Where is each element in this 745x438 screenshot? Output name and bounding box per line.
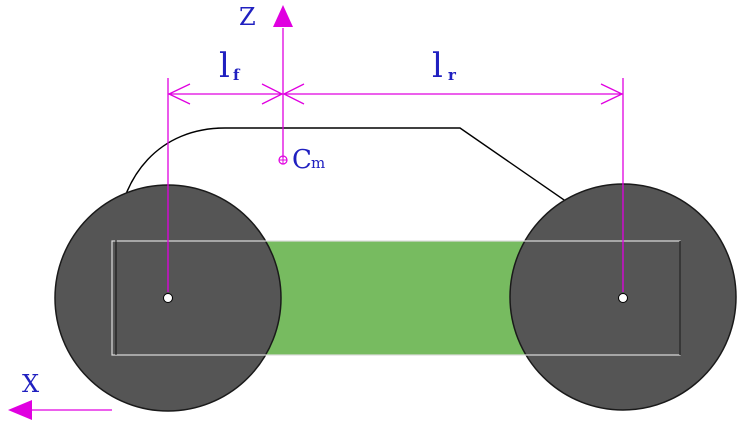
lr-left-arrowhead-icon <box>282 83 305 105</box>
x-axis-arrow-icon <box>8 400 32 420</box>
center-of-mass-marker-icon <box>278 155 288 165</box>
front-length-label: l f <box>219 46 241 86</box>
front-length-subscript: f <box>233 66 241 84</box>
rear-length-subscript: r <box>448 66 457 84</box>
front-axle-hub <box>163 293 173 303</box>
center-of-mass-subscript: m <box>311 154 325 172</box>
rear-axle-hub <box>618 293 628 303</box>
rear-dimension-arrowhead-icon <box>600 83 624 105</box>
center-of-mass-label: C m <box>292 145 325 175</box>
chassis-band <box>265 241 527 355</box>
front-dimension-arrowhead-icon <box>167 83 191 105</box>
front-length-main: l <box>219 46 230 86</box>
rear-length-label: l r <box>432 46 457 86</box>
lf-right-arrowhead-icon <box>261 83 284 105</box>
center-of-mass-main: C <box>292 145 312 175</box>
x-axis-label: X <box>22 370 39 398</box>
z-axis-arrow-icon <box>273 5 293 27</box>
rear-length-main: l <box>432 46 443 86</box>
z-axis-label: Z <box>239 3 256 31</box>
